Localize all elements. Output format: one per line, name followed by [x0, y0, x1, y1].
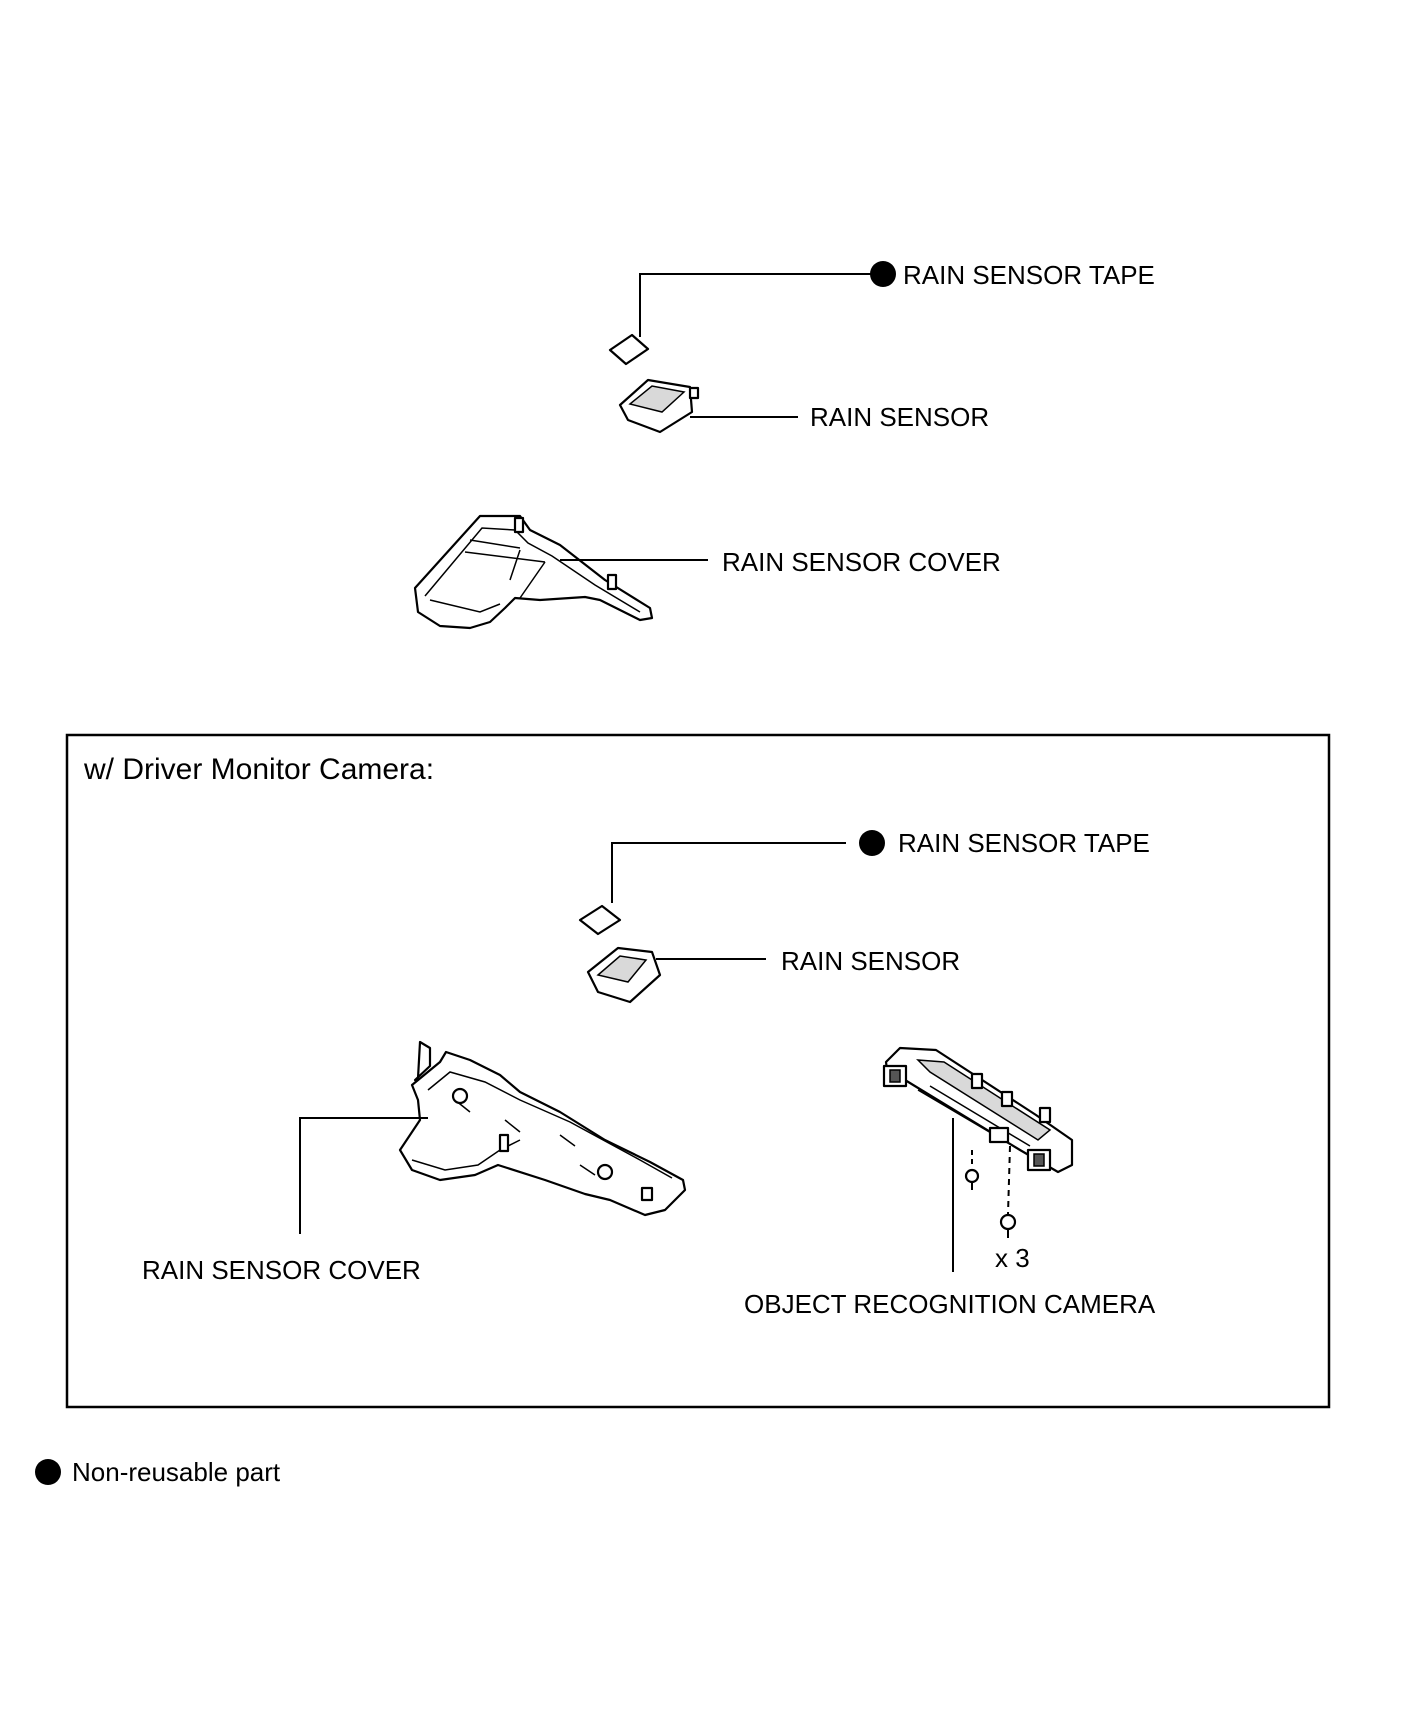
legend-non-reusable-icon: [35, 1459, 61, 1485]
camera-rain-sensor-tape-leader: [611, 842, 846, 903]
legend: Non-reusable part: [35, 1457, 281, 1487]
rain-sensor-tape-leader: [639, 273, 872, 337]
camera-rain-sensor-cover-label: RAIN SENSOR COVER: [142, 1255, 421, 1285]
object-recognition-camera-label: OBJECT RECOGNITION CAMERA: [744, 1289, 1156, 1319]
screw-quantity-label: x 3: [995, 1243, 1030, 1273]
rain-sensor-label: RAIN SENSOR: [810, 402, 989, 432]
section-frame: [65, 733, 1331, 1409]
rain-sensor-tape-part: [608, 333, 650, 366]
rain-sensor-cover-label: RAIN SENSOR COVER: [722, 547, 1001, 577]
section-title: w/ Driver Monitor Camera:: [83, 753, 434, 786]
screw-icon: [999, 1145, 1017, 1238]
screw-icon: [964, 1150, 980, 1190]
camera-rain-sensor-label: RAIN SENSOR: [781, 946, 960, 976]
rain-sensor-cover-part: [413, 514, 654, 630]
rain-sensor-part: [618, 378, 700, 434]
object-recognition-camera-part: [882, 1046, 1074, 1174]
driver-monitor-camera-section: w/ Driver Monitor Camera: RAIN SENSOR TA…: [65, 733, 1331, 1409]
non-reusable-marker-icon: [870, 261, 896, 287]
top-section: RAIN SENSOR TAPE RAIN SENSOR RAIN SENSOR…: [413, 260, 1155, 630]
camera-rain-sensor-cover-part: [398, 1040, 687, 1217]
camera-rain-sensor-tape-label: RAIN SENSOR TAPE: [898, 828, 1150, 858]
legend-text: Non-reusable part: [72, 1457, 281, 1487]
camera-rain-sensor-cover-leader: [299, 1117, 428, 1234]
camera-non-reusable-marker-icon: [859, 830, 885, 856]
camera-rain-sensor-tape-part: [578, 904, 622, 936]
camera-rain-sensor-part: [586, 946, 662, 1004]
rain-sensor-tape-label: RAIN SENSOR TAPE: [903, 260, 1155, 290]
